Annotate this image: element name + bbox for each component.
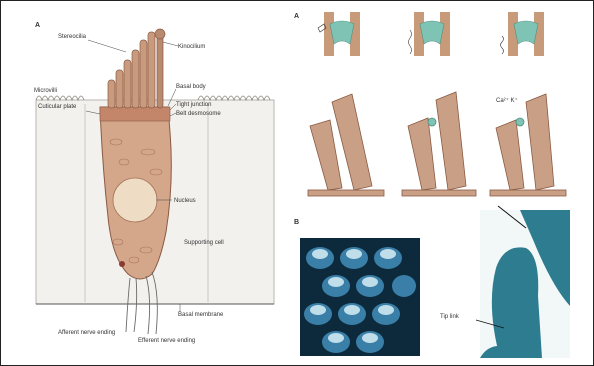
hair-cell-diagram: A <box>28 12 276 358</box>
stereocilia <box>108 32 155 108</box>
panel-letter-b: B <box>294 219 299 226</box>
channel-diagram-1 <box>318 12 360 56</box>
label-microvilli: Microvilli <box>34 88 57 94</box>
label-efferent: Efferent nerve ending <box>138 338 195 344</box>
stereocilia-pair-3 <box>490 94 566 196</box>
stereocilia-pair-2 <box>402 92 476 196</box>
label-belt-desmosome: Belt desmosome <box>176 111 221 117</box>
sem-micrograph <box>300 238 420 356</box>
channel-diagram-3 <box>501 12 545 56</box>
label-basal-body: Basal body <box>176 84 206 90</box>
nucleus <box>113 178 157 222</box>
label-afferent: Afferent nerve ending <box>58 330 115 336</box>
label-cuticular-plate: Cuticular plate <box>38 104 77 110</box>
cuticular-plate <box>100 107 170 121</box>
label-basal-membrane: Basal membrane <box>178 312 224 318</box>
label-supporting-cell: Supporting cell <box>184 240 224 246</box>
stereocilia-pair-1 <box>308 94 384 196</box>
label-tight-junction: Tight junction <box>176 102 211 108</box>
label-nucleus: Nucleus <box>174 198 196 204</box>
transduction-svg: A <box>290 6 590 361</box>
kinocilium <box>157 34 163 108</box>
label-tip-link: Tip link <box>440 314 460 320</box>
channel-diagram-2 <box>409 12 451 56</box>
hair-cell-svg: A <box>28 12 276 358</box>
panel-letter-a-right: A <box>294 13 299 20</box>
label-stereocilia: Stereocilia <box>58 34 87 40</box>
label-ions: Ca²⁺ K⁺ <box>496 97 518 104</box>
tem-micrograph <box>476 206 570 358</box>
transduction-panels: A <box>290 6 590 361</box>
panel-letter-a-left: A <box>35 22 40 29</box>
label-kinocilium: Kinocilium <box>178 44 205 50</box>
